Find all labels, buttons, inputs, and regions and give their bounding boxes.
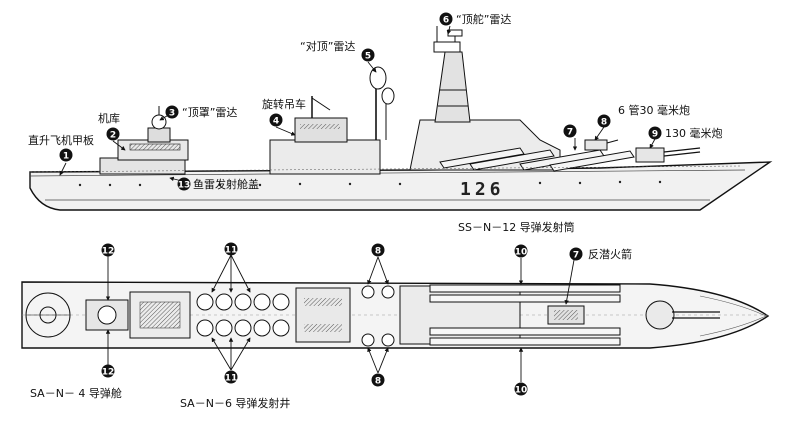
portholes [78, 180, 662, 187]
top-view [21, 281, 770, 349]
side-hull [29, 161, 773, 211]
label-torpedo-cover: 鱼雷发射舱盖 [193, 177, 259, 191]
svg-text:3: 3 [169, 109, 175, 119]
marker-10-bottom: 10 [514, 382, 528, 396]
svg-text:5: 5 [365, 52, 371, 62]
label-rotating-crane: 旋转吊车 [262, 97, 306, 111]
deck-line [29, 169, 746, 177]
label-30mm-gun: 6 管30 毫米炮 [618, 103, 690, 117]
top-mid-superstructure [295, 287, 351, 343]
label-top-steer-radar: “顶舵”雷达 [456, 12, 511, 26]
svg-text:8: 8 [375, 377, 381, 387]
side-view: 126 [29, 26, 773, 211]
marker-9: 9 [648, 126, 662, 140]
marker-8-side: 8 [597, 114, 611, 128]
side-30mm-guns [584, 139, 619, 151]
svg-text:7: 7 [567, 128, 573, 138]
label-ssn12-launcher: SS－N－12 导弹发射筒 [458, 220, 575, 234]
label-top-bowl-radar: “顶罩”雷达 [182, 106, 237, 119]
top-sa-n-6-wells [196, 293, 290, 337]
marker-4: 4 [269, 113, 283, 127]
marker-8-top: 8 [371, 243, 385, 257]
side-rotating-crane [311, 96, 331, 118]
svg-text:12: 12 [102, 368, 115, 378]
marker-2: 2 [106, 127, 120, 141]
label-top-pair-radar: “对顶”雷达 [300, 39, 355, 53]
side-top-pair-radar [369, 66, 395, 140]
svg-text:4: 4 [273, 117, 279, 127]
svg-text:8: 8 [601, 118, 607, 128]
top-helipad [25, 292, 71, 338]
marker-11-top: 11 [224, 242, 238, 256]
marker-12-bottom: 12 [101, 364, 115, 378]
svg-text:11: 11 [225, 374, 238, 384]
hull-number: 126 [460, 179, 505, 200]
svg-text:9: 9 [652, 130, 658, 140]
svg-text:7: 7 [573, 251, 579, 261]
marker-8-bottom: 8 [371, 373, 385, 387]
label-helideck: 直升飞机甲板 [28, 133, 94, 147]
marker-6: 6 [439, 12, 453, 26]
marker-1: 1 [59, 148, 73, 162]
marker-3: 3 [165, 105, 179, 119]
top-30mm-mounts [361, 285, 395, 347]
svg-text:8: 8 [375, 247, 381, 257]
svg-text:13: 13 [178, 181, 191, 191]
svg-text:2: 2 [110, 131, 116, 141]
svg-text:6: 6 [443, 16, 449, 26]
marker-10-top: 10 [514, 244, 528, 258]
side-top-steer-radar [433, 26, 463, 53]
label-hangar: 机库 [98, 111, 120, 125]
side-ssn12-launchers [439, 147, 635, 172]
label-130mm-gun: 130 毫米炮 [665, 126, 723, 140]
marker-12-top: 12 [101, 243, 115, 257]
label-asw-rocket: 反潜火箭 [588, 247, 632, 261]
marker-7-side: 7 [563, 124, 577, 138]
marker-13: 13 [177, 177, 191, 191]
label-sa-n-6: SA－N－6 导弹发射井 [180, 396, 290, 410]
side-130mm-gun [635, 147, 701, 163]
svg-text:1: 1 [63, 152, 69, 162]
marker-11-bottom: 11 [224, 370, 238, 384]
svg-text:10: 10 [515, 248, 528, 258]
svg-text:11: 11 [225, 246, 238, 256]
svg-text:10: 10 [515, 386, 528, 396]
top-130mm-turret [645, 300, 720, 330]
svg-text:12: 12 [102, 247, 115, 257]
marker-5: 5 [361, 48, 375, 62]
marker-7-top: 7 [569, 247, 583, 261]
side-mast-tower [434, 51, 471, 123]
label-sa-n-4: SA－N－ 4 导弹舱 [30, 386, 122, 400]
side-mid-superstructure [269, 139, 381, 175]
top-ssn12-launchers [429, 284, 621, 346]
